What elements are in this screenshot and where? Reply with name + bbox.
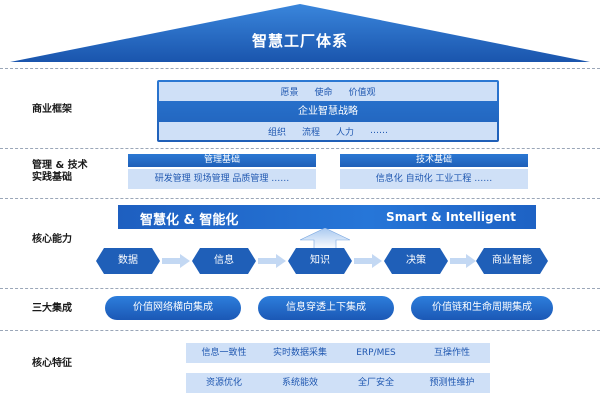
row-label-text: 核心能力 xyxy=(32,234,72,245)
technology-foundation: 技术基础 信息化 自动化 工业工程 …… xyxy=(340,154,528,190)
chain-label: 信息 xyxy=(214,255,234,266)
chain-label: 数据 xyxy=(118,255,138,266)
chain-label: 商业智能 xyxy=(492,255,532,266)
right-arrow-icon xyxy=(162,254,190,268)
row-label-integration: 三大集成 xyxy=(32,303,72,315)
row-label-text: 商业框架 xyxy=(32,104,72,115)
divider xyxy=(0,68,600,69)
divider xyxy=(0,198,600,199)
right-arrow-icon xyxy=(258,254,286,268)
feature-item: 实时数据采集 xyxy=(272,348,327,358)
divider xyxy=(0,330,600,331)
business-item: 组织 xyxy=(267,127,286,138)
integration-pill: 价值网络横向集成 xyxy=(105,296,241,320)
roof-banner xyxy=(10,4,590,62)
management-head: 管理基础 xyxy=(128,154,316,167)
smart-banner: 智慧化 & 智能化 Smart & Intelligent xyxy=(118,205,536,229)
chain-node: 决策 xyxy=(384,248,448,274)
hex-shape xyxy=(476,248,548,274)
feature-item: 互操作性 xyxy=(433,348,470,358)
row-label-text: 三大集成 xyxy=(32,303,72,314)
feature-item: 系统能效 xyxy=(281,378,318,388)
chain-label: 知识 xyxy=(310,255,330,266)
business-item: 人力 xyxy=(336,127,355,138)
feature-item: 全厂安全 xyxy=(357,378,394,388)
business-top-row: 愿景 使命 价值观 xyxy=(159,82,497,101)
management-body: 研发管理 现场管理 品质管理 …… xyxy=(128,169,316,189)
chain-node: 知识 xyxy=(288,248,352,274)
row-label-text: 管理 & 技术 xyxy=(32,160,88,171)
integration-pill: 价值链和生命周期集成 xyxy=(411,296,553,320)
features-row-1: 信息一致性 实时数据采集 ERP/MES 互操作性 xyxy=(186,343,490,363)
chain-node: 信息 xyxy=(192,248,256,274)
features-row-2: 资源优化 系统能效 全厂安全 预测性维护 xyxy=(186,373,490,393)
hex-shape xyxy=(96,248,160,274)
page-title: 智慧工厂体系 xyxy=(251,32,348,50)
business-item: 使命 xyxy=(314,88,333,98)
hex-shape xyxy=(288,248,352,274)
divider xyxy=(0,148,600,149)
business-bottom-row: 组织 流程 人力 …… xyxy=(159,122,497,140)
hex-shape xyxy=(384,248,448,274)
row-label-core-ability: 核心能力 xyxy=(32,234,72,246)
business-item: 流程 xyxy=(301,127,320,138)
feature-item: 资源优化 xyxy=(205,378,242,388)
row-label-business: 商业框架 xyxy=(32,104,72,116)
row-label-mgmt-tech: 管理 & 技术 实践基础 xyxy=(32,160,88,184)
integration-pill: 信息穿透上下集成 xyxy=(258,296,394,320)
smart-en: Smart & Intelligent xyxy=(386,210,516,224)
divider xyxy=(0,288,600,289)
row-label-text: 实践基础 xyxy=(32,172,72,183)
feature-item: ERP/MES xyxy=(356,348,396,358)
business-item: …… xyxy=(370,126,389,136)
chain-node: 商业智能 xyxy=(476,248,548,274)
right-arrow-icon xyxy=(450,254,476,268)
hex-shape xyxy=(192,248,256,274)
feature-item: 信息一致性 xyxy=(201,348,247,358)
feature-item: 预测性维护 xyxy=(429,378,475,388)
row-label-text: 核心特征 xyxy=(32,358,72,369)
technology-body: 信息化 自动化 工业工程 …… xyxy=(340,169,528,189)
technology-head: 技术基础 xyxy=(340,154,528,167)
management-foundation: 管理基础 研发管理 现场管理 品质管理 …… xyxy=(128,154,316,190)
business-frame: 愿景 使命 价值观 企业智慧战略 组织 流程 人力 …… xyxy=(157,80,499,142)
smart-cn: 智慧化 & 智能化 xyxy=(140,213,239,228)
chain-label: 决策 xyxy=(406,255,426,266)
business-item: 愿景 xyxy=(280,88,299,98)
strategy-band: 企业智慧战略 xyxy=(298,106,358,117)
business-item: 价值观 xyxy=(348,88,376,98)
up-arrow-icon xyxy=(300,228,350,250)
row-label-core-features: 核心特征 xyxy=(32,358,72,370)
right-arrow-icon xyxy=(354,254,382,268)
chain-node: 数据 xyxy=(96,248,160,274)
